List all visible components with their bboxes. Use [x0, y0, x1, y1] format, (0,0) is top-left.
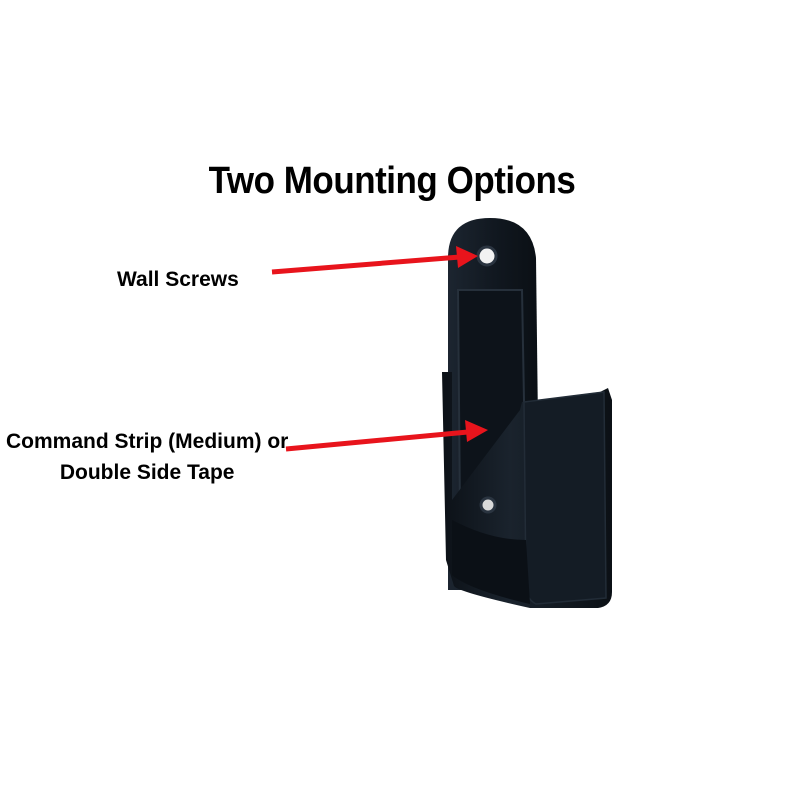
wall-screws-label: Wall Screws: [117, 268, 239, 291]
page-title: Two Mounting Options: [208, 160, 576, 202]
command-strip-label-line2: Double Side Tape: [59, 461, 235, 484]
mount-sleeve-wall: [523, 391, 607, 605]
top-screw-hole: [476, 245, 498, 267]
arrow-right-icon: [285, 420, 488, 452]
mount-lip: [452, 520, 530, 604]
arrow-right-icon: [271, 246, 478, 275]
command-strip-label: Command Strip (Medium) or Double Side Ta…: [6, 426, 288, 488]
command-strip-label-line1: Command Strip (Medium) or: [6, 430, 289, 453]
bottom-screw-hole: [479, 496, 497, 514]
